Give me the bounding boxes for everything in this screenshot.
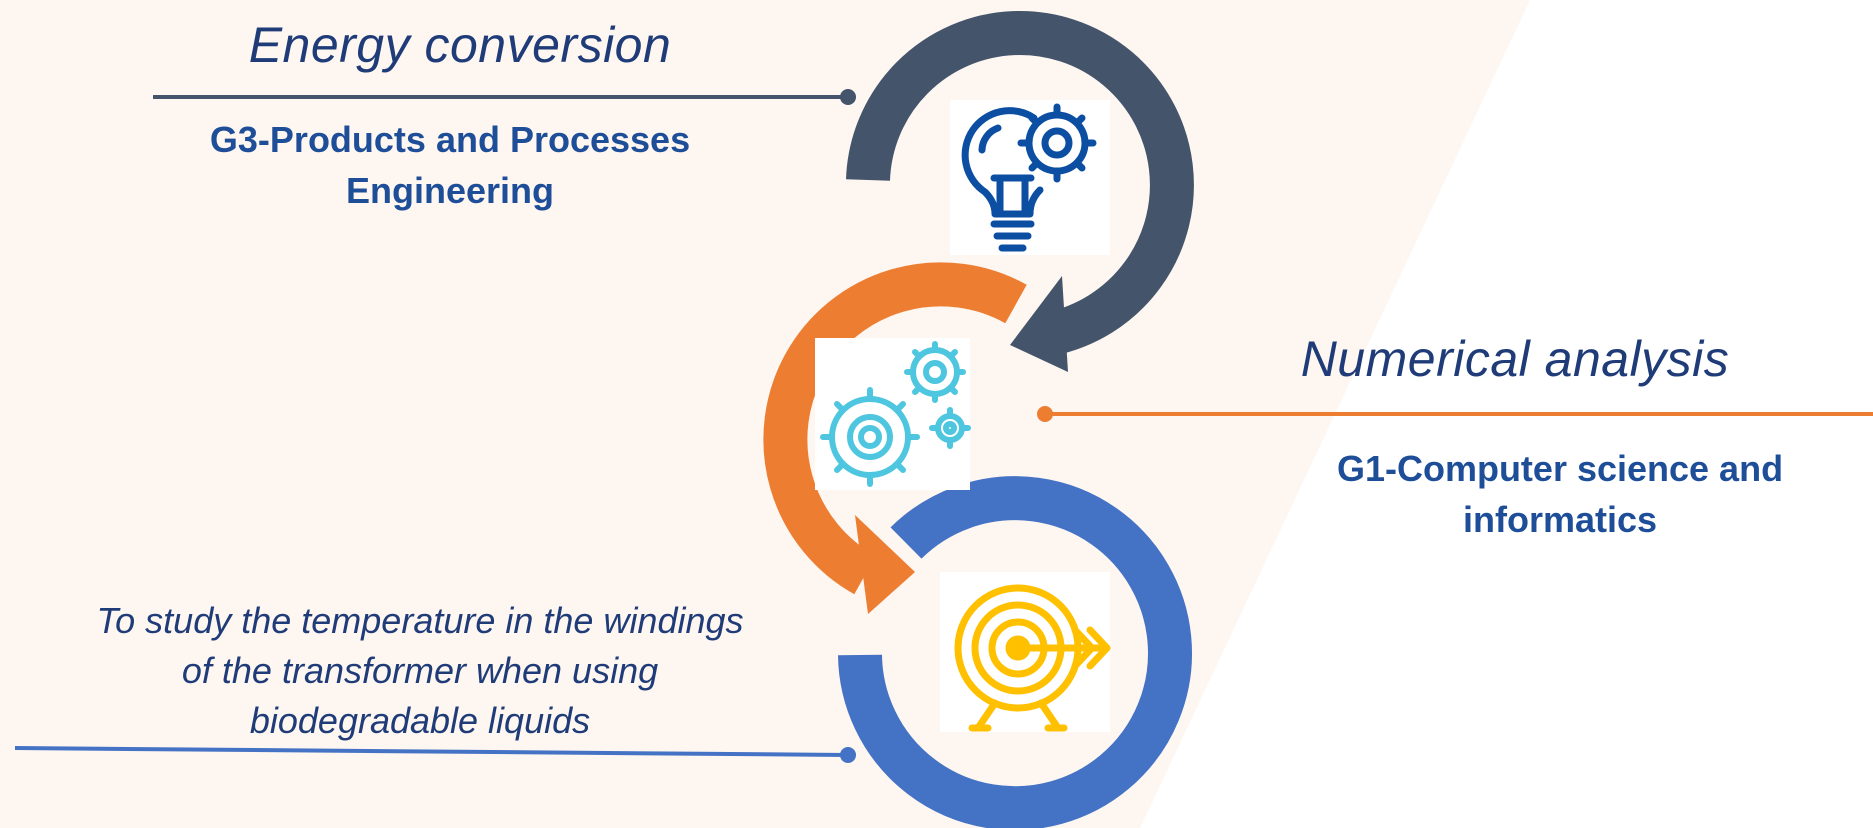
- blue-arc: [838, 476, 1192, 828]
- objective-line: To study the temperature in the windings: [96, 600, 744, 641]
- lightbulb-gear-icon: [950, 100, 1110, 255]
- objective-line: biodegradable liquids: [249, 700, 591, 741]
- objective-line: of the transformer when using: [181, 650, 659, 691]
- group-line: G3-Products and Processes: [209, 119, 691, 160]
- heading-energy-conversion: Energy conversion: [248, 17, 672, 73]
- dark-arc-arrowhead: [1010, 276, 1068, 372]
- orange-arc: [763, 262, 1027, 595]
- connector-energy-conversion: [153, 89, 856, 105]
- group-numerical-analysis: G1-Computer science and informatics: [1260, 443, 1860, 545]
- dark-arc: [846, 11, 1194, 356]
- connector-numerical-analysis: [1037, 406, 1873, 422]
- group-energy-conversion: G3-Products and Processes Engineering: [160, 114, 740, 216]
- target-arrow-icon: [940, 572, 1111, 732]
- gears-icon: [815, 338, 971, 490]
- connector-objective: [14, 746, 856, 763]
- group-line: Engineering: [345, 170, 555, 211]
- group-line: G1-Computer science and: [1336, 448, 1784, 489]
- orange-arc-arrowhead: [855, 515, 915, 614]
- group-line: informatics: [1462, 499, 1658, 540]
- objective-text: To study the temperature in the windings…: [40, 596, 800, 746]
- heading-numerical-analysis: Numerical analysis: [1300, 331, 1730, 387]
